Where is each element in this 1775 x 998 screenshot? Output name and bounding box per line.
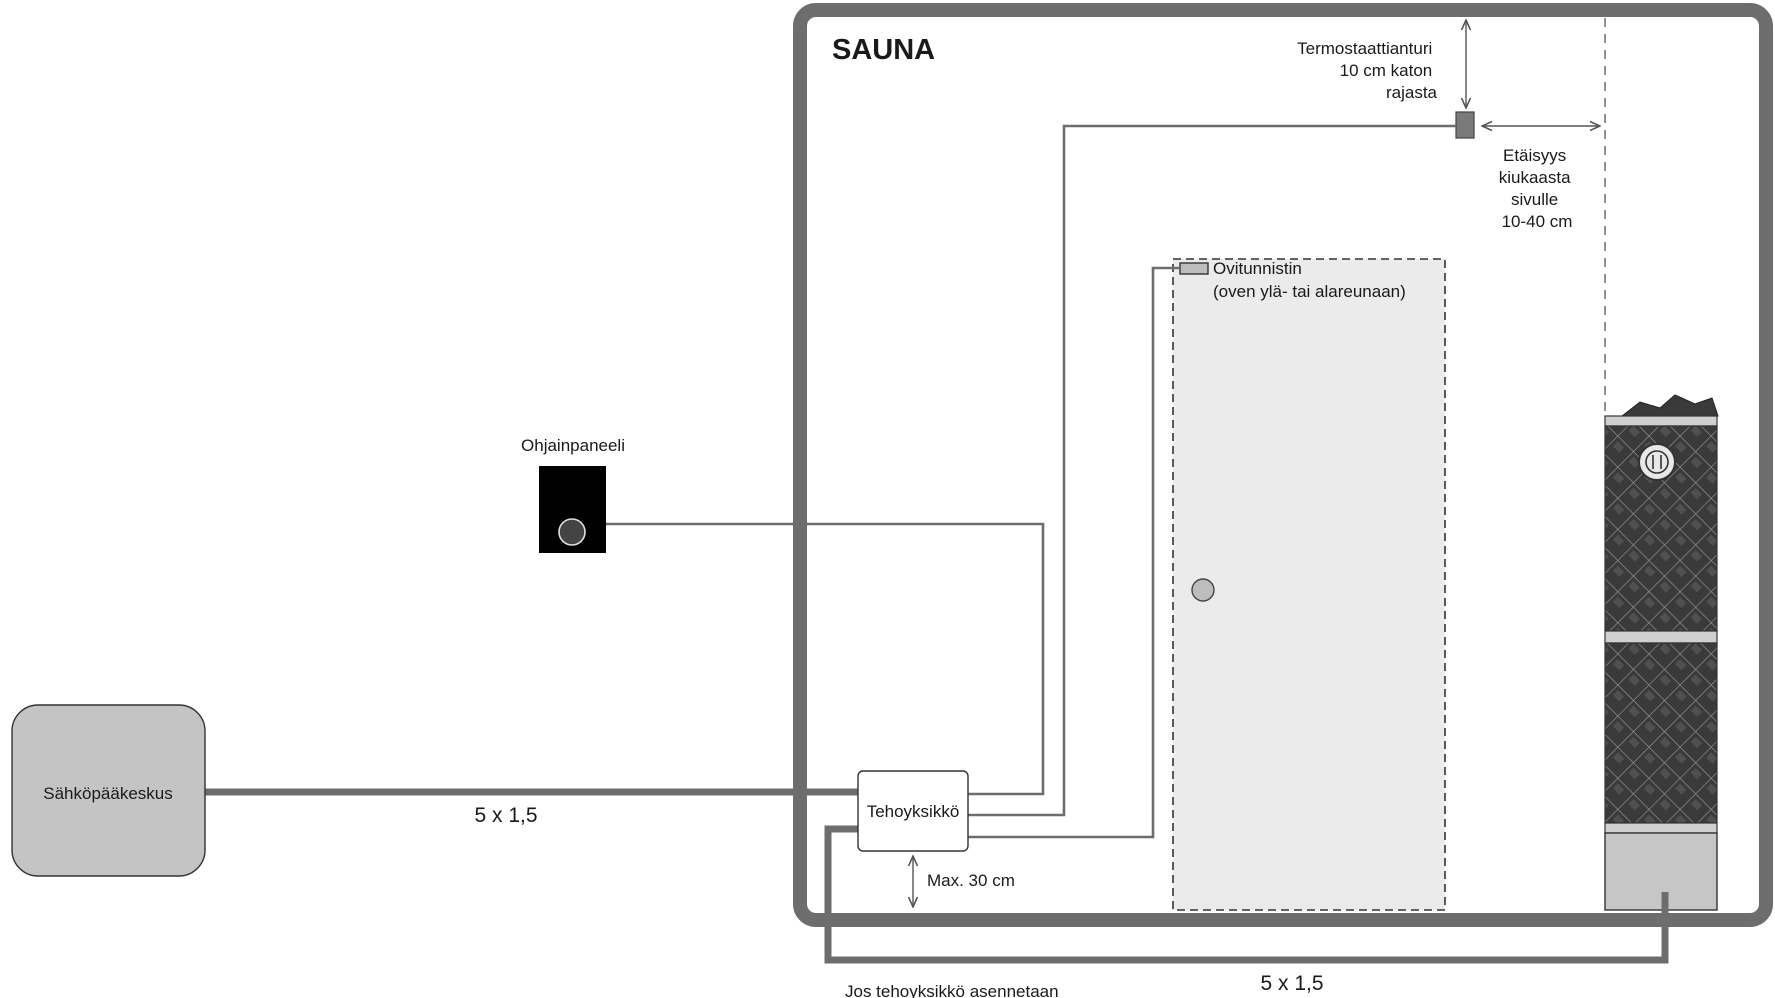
door-sensor-icon xyxy=(1179,262,1209,275)
main-electrical-panel-label: Sähköpääkeskus xyxy=(43,784,172,803)
sauna-heater xyxy=(1604,394,1719,911)
power-unit-label: Tehoyksikkö xyxy=(867,802,960,821)
mains-cable-label: 5 x 1,5 xyxy=(474,804,537,827)
heater-logo-icon xyxy=(1638,443,1676,481)
heater-supply-cable xyxy=(824,825,1669,964)
thermostat-sensor-label: Termostaattianturi 10 cm katon rajasta xyxy=(1297,39,1437,102)
door-sensor-label: Ovitunnistin (oven ylä- tai alareunaan) xyxy=(1213,259,1406,301)
thermostat-cable xyxy=(968,124,1456,817)
door-handle xyxy=(1191,578,1215,602)
floor-distance-label: Max. 30 cm xyxy=(927,871,1015,890)
heater-cable-label: 5 x 1,5 xyxy=(1260,972,1323,995)
door-sensor-cable xyxy=(968,266,1180,839)
control-panel-cable xyxy=(606,522,1045,796)
footnote-label: Jos tehoyksikkö asennetaan xyxy=(845,982,1059,998)
door xyxy=(1172,258,1446,911)
thermostat-sensor-icon xyxy=(1455,111,1475,139)
sauna-room-wall xyxy=(793,3,1773,927)
power-unit xyxy=(857,770,969,852)
control-panel-label: Ohjainpaneeli xyxy=(521,436,625,455)
sauna-room-title: SAUNA xyxy=(832,34,935,66)
main-electrical-panel xyxy=(11,704,206,877)
control-panel-knob-icon xyxy=(558,518,586,546)
heater-distance-label: Etäisyys kiukaasta sivulle 10-40 cm xyxy=(1499,146,1576,231)
